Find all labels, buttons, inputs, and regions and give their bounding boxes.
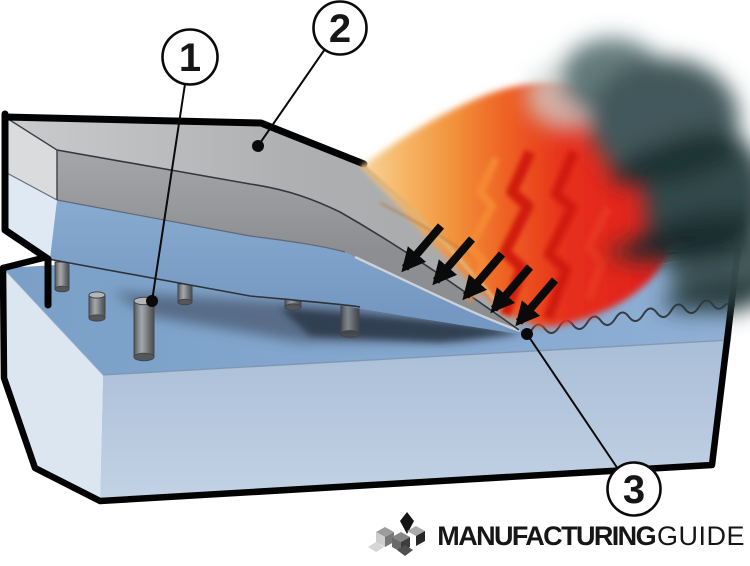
bottom-plate-outline <box>0 246 742 505</box>
callout-1-circle <box>161 28 219 86</box>
callout-3-number: 3 <box>623 468 645 512</box>
callout-2-leader-line <box>257 48 326 147</box>
callout-1-number: 1 <box>179 36 201 80</box>
callout-2-dot <box>252 140 264 152</box>
callout-2: 2 <box>252 0 368 152</box>
bottom-plate-corner-line <box>2 267 104 376</box>
callout-1-dot <box>146 295 158 307</box>
callout-3: 3 <box>521 328 662 517</box>
top-plate-blue-front-face <box>48 200 524 335</box>
callout-1-leader-line <box>151 83 186 302</box>
support-pin <box>177 283 193 306</box>
bottom-plate-edge-line <box>102 339 732 376</box>
callout-3-leader-line <box>526 333 619 470</box>
cubes-logo-icon <box>368 512 426 556</box>
manufacturing-guide-logo: MANUFACTURINGGUIDE <box>368 510 745 562</box>
collapse-arrows <box>401 223 559 327</box>
top-plate-outline <box>1 110 368 309</box>
logo-text-primary: MANUFACTURING <box>437 520 656 551</box>
top-plate-gray-front-face <box>57 150 523 333</box>
support-pin <box>88 291 106 322</box>
callout-3-circle <box>606 461 662 517</box>
logo-text-secondary: GUIDE <box>656 520 745 551</box>
top-plate-gray-side-face <box>5 117 57 200</box>
callout-2-circle <box>312 0 368 56</box>
collapse-arrow <box>401 223 445 273</box>
support-pin <box>54 261 70 293</box>
logo-wordmark: MANUFACTURINGGUIDE <box>437 520 745 551</box>
callout-2-number: 2 <box>329 7 351 51</box>
collapse-arrow <box>462 251 506 301</box>
collapse-arrow <box>515 277 559 327</box>
callout-1: 1 <box>146 28 219 307</box>
callout-3-dot <box>521 328 533 340</box>
collapse-arrow <box>432 236 476 286</box>
sheet-bottom-highlight <box>354 255 521 333</box>
bottom-plate-front-face <box>100 340 731 501</box>
smoke <box>526 38 750 313</box>
collapse-arrow <box>490 264 534 314</box>
